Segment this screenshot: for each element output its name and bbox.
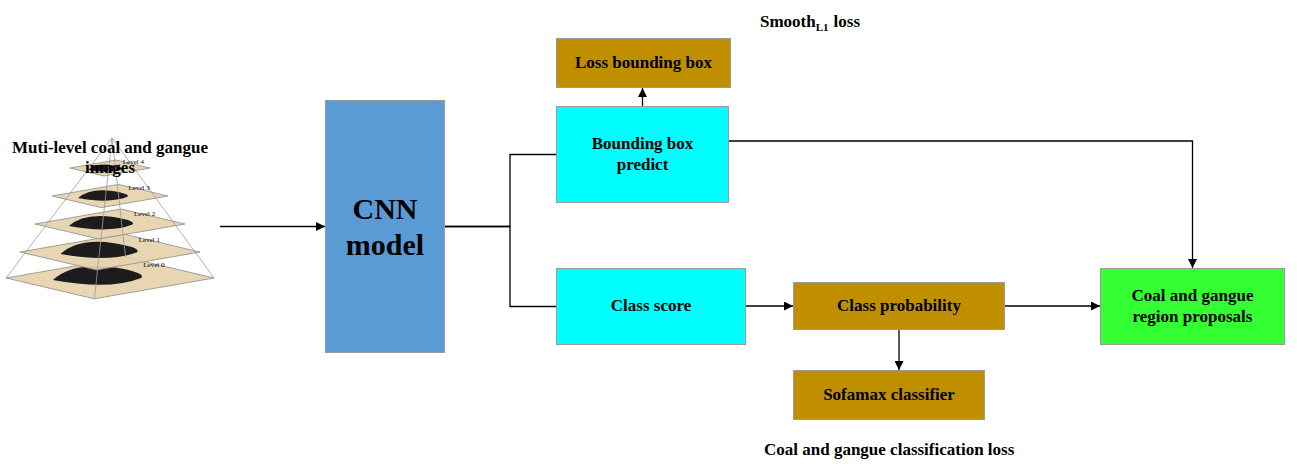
process-box: Class score — [556, 268, 746, 345]
formula-subscript: L1 — [816, 21, 829, 33]
node-text: CNN model — [334, 191, 436, 263]
probability-box: Class probability — [793, 282, 1005, 330]
level-label: Level 0 — [143, 261, 164, 269]
node-text: Coal and gangue region proposals — [1109, 286, 1276, 327]
node-text: Sofamax classifier — [823, 385, 955, 405]
loss-box: Loss bounding box — [556, 38, 731, 88]
connector — [746, 305, 793, 306]
image-plane — [20, 234, 200, 270]
connector — [445, 155, 556, 227]
node-text: Class probability — [837, 296, 961, 316]
node-text: Muti-level coal and gangue images — [8, 138, 212, 179]
connector — [1005, 305, 1100, 306]
output-box: Coal and gangue region proposals — [1100, 268, 1285, 345]
classifier-box: Sofamax classifier — [793, 370, 985, 420]
formula-text: Smooth — [760, 12, 816, 31]
image-plane — [35, 209, 185, 239]
process-box: Bounding box predict — [556, 106, 729, 203]
node-text: Bounding box predict — [565, 134, 720, 175]
connector — [898, 330, 899, 370]
coal-lump — [69, 216, 133, 230]
loss-formula: SmoothL1 loss — [760, 12, 860, 33]
node-text: Loss bounding box — [575, 53, 712, 73]
level-label: Level 4 — [123, 158, 144, 166]
node-text: Class score — [611, 296, 691, 316]
connector — [445, 227, 556, 307]
image-pyramid: Muti-level coal and gangue images — [0, 8, 220, 308]
formula-text: loss — [834, 12, 860, 31]
pyramid-edge — [112, 138, 214, 278]
cnn-model-box: CNN model — [325, 100, 445, 353]
connector — [220, 226, 325, 227]
level-label: Level 3 — [129, 184, 150, 192]
level-label: Level 2 — [134, 210, 155, 218]
image-plane — [52, 184, 168, 207]
connector — [642, 88, 643, 106]
loss-caption: Coal and gangue classification loss — [764, 440, 1014, 460]
level-label: Level 1 — [139, 236, 160, 244]
coal-lump — [78, 190, 128, 200]
connector — [729, 141, 1193, 268]
